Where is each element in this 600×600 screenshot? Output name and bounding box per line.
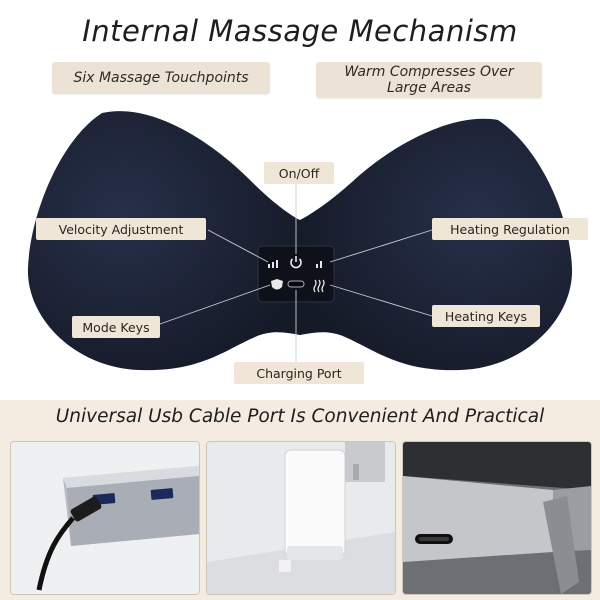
device-left-pad (27, 111, 300, 371)
heat-bars-icon (316, 261, 322, 268)
photo-wall-charger (206, 441, 396, 595)
label-on-off: On/Off (264, 162, 334, 184)
pointer-mode-keys (159, 284, 271, 325)
label-mode-keys: Mode Keys (72, 316, 160, 338)
feature-warm-compresses-line2: Large Areas (387, 80, 471, 96)
feature-touchpoints: Six Massage Touchpoints (52, 62, 270, 94)
pointer-velocity (207, 229, 269, 263)
label-charging-port: Charging Port (234, 362, 364, 384)
device-right-pad (300, 118, 573, 371)
power-icon (290, 256, 302, 269)
label-heating-keys: Heating Keys (432, 305, 540, 327)
photo-laptop-usb-c (402, 441, 592, 595)
feature-warm-compresses: Warm Compresses Over Large Areas (316, 62, 542, 98)
velocity-bars-icon (268, 260, 278, 268)
page-title: Internal Massage Mechanism (82, 14, 518, 48)
usb-section-title: Universal Usb Cable Port Is Convenient A… (55, 406, 545, 427)
label-velocity-adjustment: Velocity Adjustment (36, 218, 206, 240)
pointer-heating-regulation (329, 229, 433, 263)
pointer-heating-keys (329, 284, 433, 317)
heating-icon (313, 279, 325, 293)
label-heating-regulation: Heating Regulation (432, 218, 588, 240)
usb-c-port (287, 280, 305, 288)
feature-warm-compresses-line1: Warm Compresses Over (344, 63, 514, 80)
photo-usb-hub (10, 441, 200, 595)
shield-icon (271, 279, 283, 290)
massager-device-illustration (27, 111, 573, 371)
